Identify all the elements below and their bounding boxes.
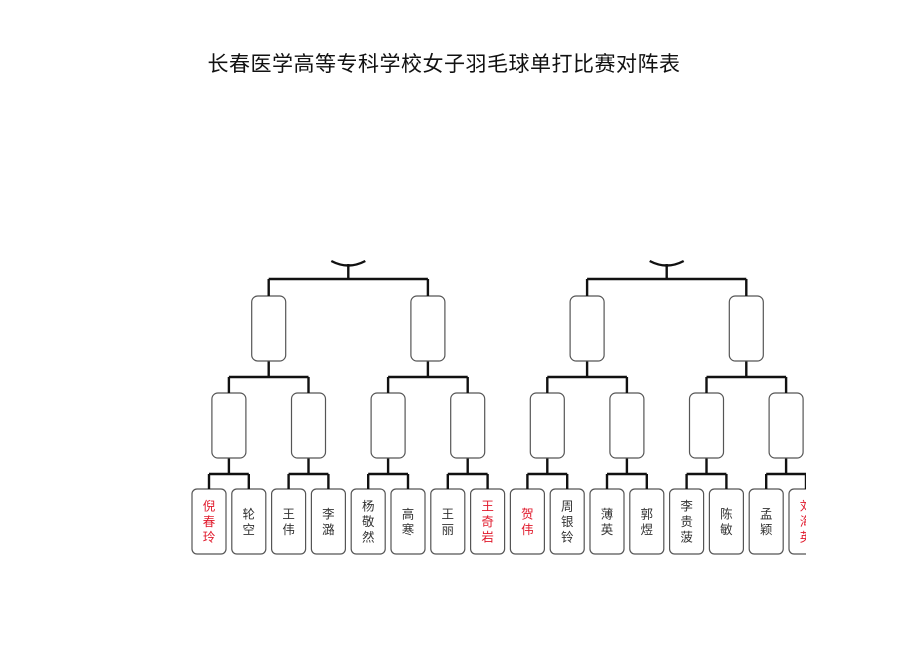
player-name-char: 李: [322, 506, 335, 521]
player-name-char: 轮: [243, 506, 256, 521]
player-name-char: 王: [442, 506, 455, 521]
player-name-char: 潞: [322, 522, 335, 537]
player-name-char: 贺: [521, 506, 534, 521]
player-name-char: 寒: [402, 522, 415, 537]
player-name-char: 伟: [282, 522, 295, 537]
player-name-char: 煜: [641, 522, 654, 537]
round1-slot: [290, 392, 327, 459]
player-name-char: 高: [402, 506, 415, 521]
round2-slot: [728, 295, 764, 362]
round1-slot: [529, 392, 565, 459]
round1-slot: [688, 392, 725, 459]
player-name-char: 敏: [720, 522, 733, 537]
round2-slot: [569, 295, 605, 362]
player-name-char: 颖: [760, 522, 773, 537]
round2-slot: [410, 295, 446, 362]
player-name-char: 郭: [641, 506, 654, 521]
player-name-char: 贵: [680, 514, 693, 529]
player-name-char: 然: [362, 530, 375, 545]
player-name-char: 倪: [203, 499, 216, 514]
player-name-char: 陈: [720, 506, 733, 521]
player-name-char: 奇: [481, 514, 494, 529]
round1-slot: [450, 392, 486, 459]
player-name-char: 杨: [362, 499, 375, 514]
player-name-char: 英: [601, 522, 614, 537]
player-name-char: 敬: [362, 514, 375, 529]
player-name-char: 伟: [521, 522, 534, 537]
page-title: 长春医学高等专科学校女子羽毛球单打比赛对阵表: [207, 52, 681, 76]
round1-slot: [609, 392, 645, 459]
player-name-char: 英: [800, 530, 813, 545]
player-name-char: 孟: [760, 506, 773, 521]
player-name-char: 王: [481, 499, 494, 514]
semifinal-slot-bottom: [649, 259, 685, 267]
player-name-char: 菠: [680, 530, 693, 545]
player-name-char: 李: [680, 499, 693, 514]
player-box: [788, 488, 806, 555]
player-name-char: 玲: [203, 530, 216, 545]
player-name-char: 薄: [601, 506, 614, 521]
round1-slot: [211, 392, 247, 459]
player-name-char: 丽: [442, 522, 455, 537]
player-name-char: 空: [243, 522, 256, 537]
player-name-char: 海: [800, 514, 813, 529]
player-name-char: 春: [203, 514, 216, 529]
player-name-char: 银: [561, 514, 574, 529]
player-name-char: 铃: [561, 530, 574, 545]
player-name-char: 王: [282, 506, 295, 521]
player-name-char: 岩: [481, 530, 494, 545]
round2-slot: [251, 295, 287, 362]
player-name-char: 周: [561, 499, 574, 514]
round1-slot: [370, 392, 406, 459]
round1-slot: [768, 392, 804, 459]
semifinal-slot-bottom: [330, 259, 366, 267]
player-name-char: 刘: [800, 499, 813, 514]
